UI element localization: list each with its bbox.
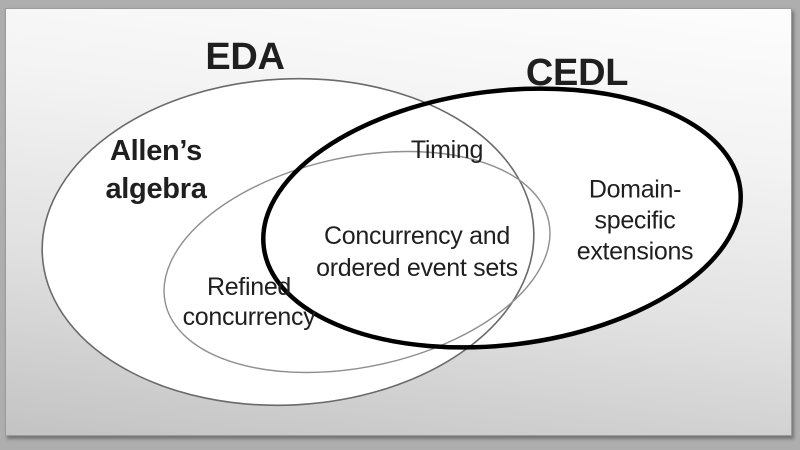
inner-ellipse-outline xyxy=(163,150,551,374)
allens-algebra-label: Allen’s algebra xyxy=(105,135,207,205)
cedl-set-title: CEDL xyxy=(525,52,629,94)
timing-label: Timing xyxy=(410,136,484,164)
refined-concurrency-label: Refined concurrency xyxy=(182,273,316,331)
inner-ellipse-fill xyxy=(164,151,550,373)
domain-specific-extensions-label: Domain-specific extensions xyxy=(576,175,694,266)
cedl-ellipse-outline xyxy=(261,86,743,350)
eda-set-title: EDA xyxy=(205,36,285,78)
ellipse-fills xyxy=(42,78,741,406)
concurrency-ordered-event-sets-label: Concurrency and ordered event sets xyxy=(316,222,518,282)
ellipse-outlines xyxy=(41,77,743,407)
eda-ellipse-outline xyxy=(41,77,535,407)
